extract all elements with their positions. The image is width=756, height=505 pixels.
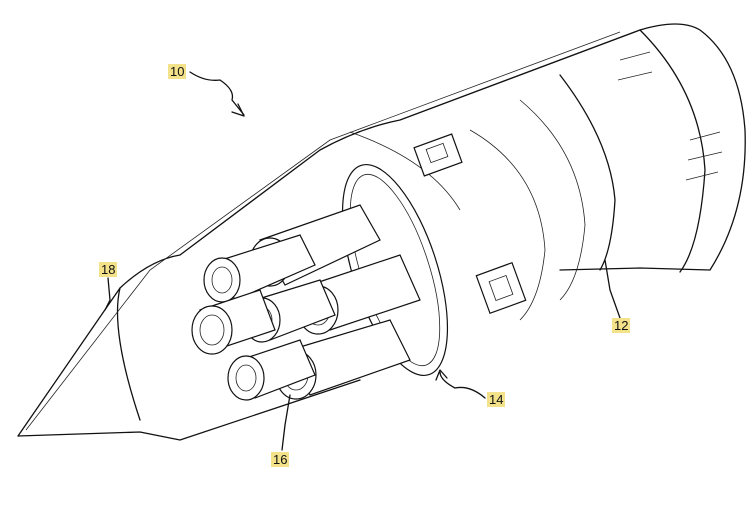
- leader-14: [439, 371, 486, 399]
- leader-10-arrow: [231, 103, 245, 117]
- leader-16: [281, 394, 291, 451]
- ref-label-18: 18: [99, 262, 118, 277]
- engine-2: [203, 234, 316, 303]
- aft-body-line-2: [519, 99, 586, 301]
- aft-body-hatch-a: [685, 131, 723, 181]
- fairing-skin-line-2: [349, 131, 461, 211]
- fairing-inner-edge: [116, 287, 141, 421]
- fairing-lower-edge: [17, 379, 361, 441]
- nose-fairing-outline: [17, 23, 746, 437]
- leader-18: [104, 277, 111, 311]
- upper-bracket-window: [425, 142, 449, 164]
- ref-label-10: 10: [168, 64, 187, 79]
- aft-end-ellipse: [639, 29, 706, 273]
- upper-bracket: [413, 133, 463, 177]
- engine-7: [227, 339, 316, 401]
- aft-body-hatch-b: [617, 51, 653, 81]
- leader-10: [189, 71, 245, 116]
- engine-cluster: [191, 204, 421, 401]
- aft-body-line: [469, 129, 546, 321]
- aft-body-outline: [559, 74, 616, 271]
- fairing-skin-line-1: [25, 31, 621, 431]
- leader-12: [604, 259, 621, 319]
- engine-5: [191, 289, 276, 355]
- ref-label-16: 16: [271, 452, 290, 467]
- ref-label-14: 14: [487, 392, 506, 407]
- lower-bracket-window: [488, 275, 514, 301]
- lower-bracket: [475, 261, 527, 315]
- leader-14-arrow: [435, 369, 448, 381]
- ref-label-12: 12: [612, 318, 631, 333]
